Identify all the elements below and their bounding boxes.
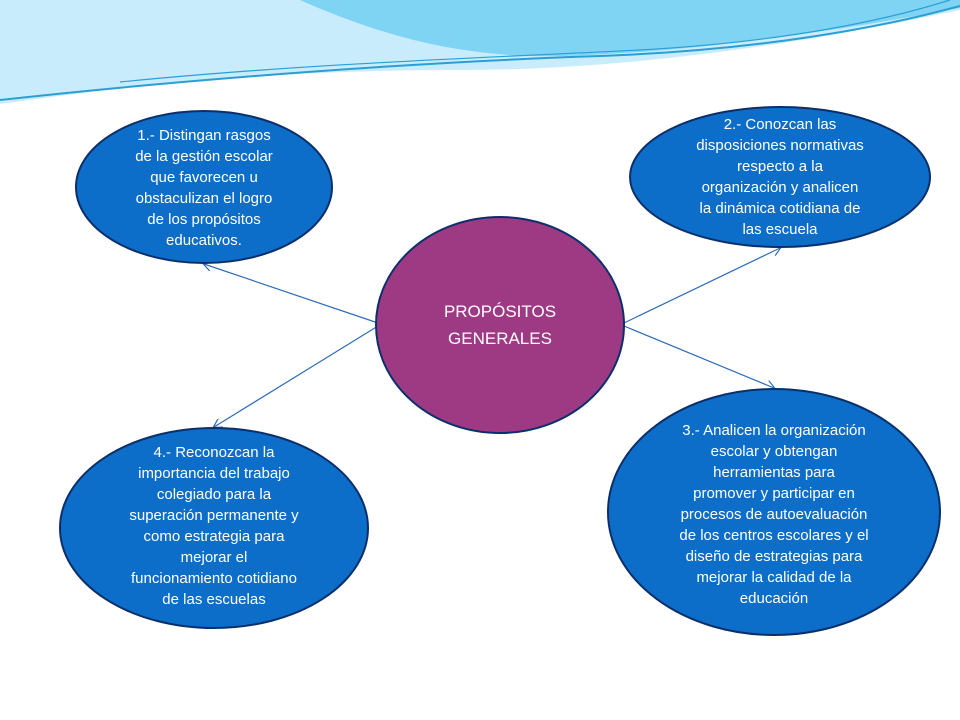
purpose-3-text: 3.- Analicen la organización escolar y o… bbox=[679, 421, 869, 607]
purpose-2-text: 2.- Conozcan las disposiciones normativa… bbox=[696, 116, 864, 238]
wave-dark-line bbox=[0, 5, 960, 101]
connector-to-purpose-4 bbox=[214, 325, 379, 427]
purpose-4-text: 4.- Reconozcan la importancia del trabaj… bbox=[129, 444, 299, 608]
connector-to-purpose-3 bbox=[623, 325, 774, 388]
center-node bbox=[375, 216, 625, 434]
connector-to-purpose-2 bbox=[623, 248, 780, 324]
purpose-node-4 bbox=[59, 427, 369, 629]
connector-to-purpose-1 bbox=[204, 264, 379, 324]
purpose-node-1 bbox=[75, 110, 333, 264]
purpose-1-text: 1.- Distingan rasgos de la gestión escol… bbox=[135, 127, 273, 249]
purpose-node-3 bbox=[607, 388, 941, 636]
center-label: PROPÓSITOS GENERALES bbox=[443, 302, 557, 348]
wave-dark-line-2 bbox=[119, 0, 951, 83]
sky-wave-decoration bbox=[0, 0, 960, 104]
purpose-node-2 bbox=[629, 106, 931, 248]
connectors bbox=[204, 248, 780, 427]
wave-mid-band bbox=[300, 0, 960, 57]
